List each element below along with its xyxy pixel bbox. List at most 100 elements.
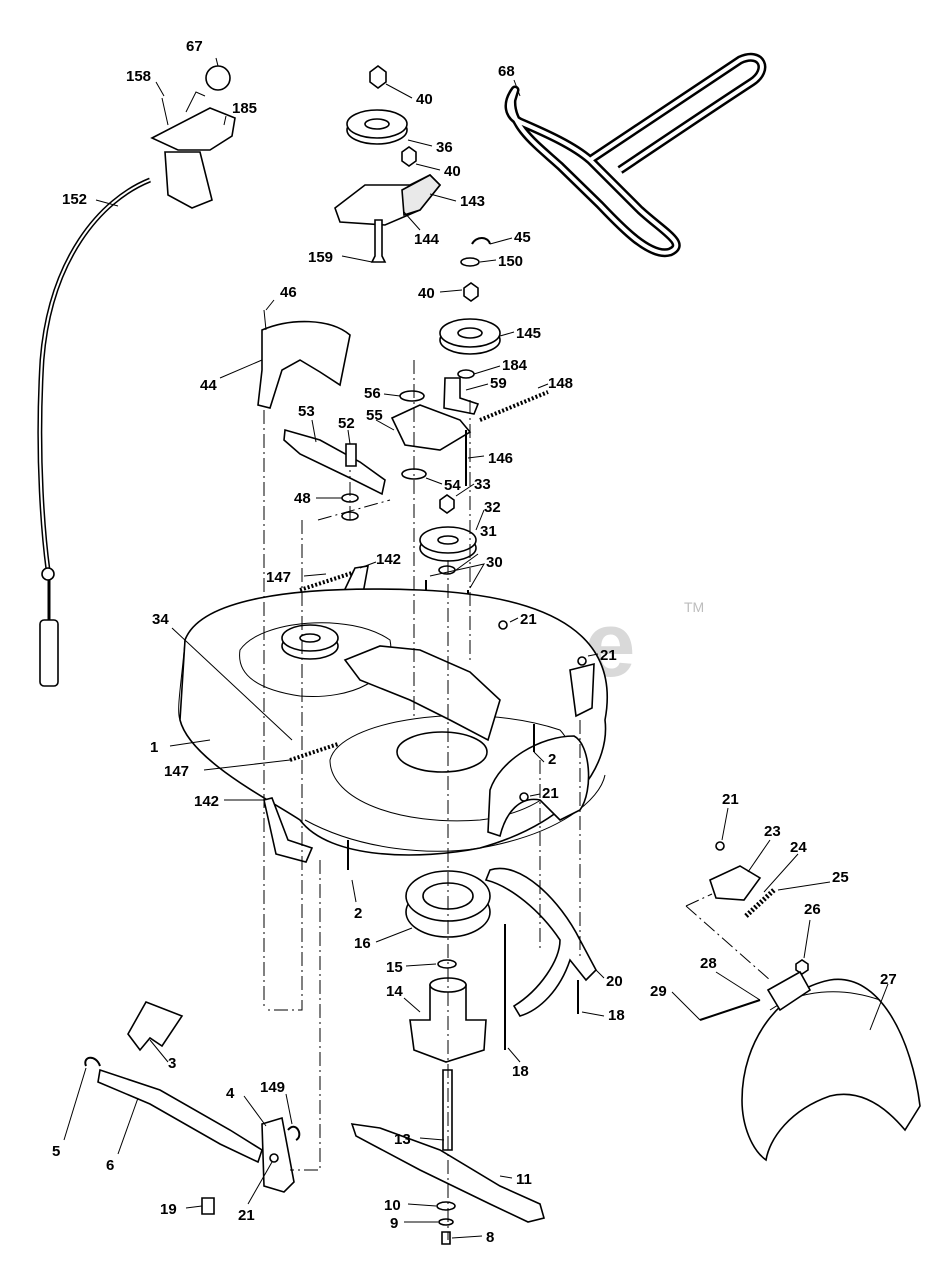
pulley-32-hub [437, 535, 459, 545]
leader-184 [473, 365, 501, 375]
leader-52 [347, 429, 351, 445]
leader-55 [375, 419, 395, 431]
bolt-19-part [201, 1197, 215, 1215]
pulley-36-hub [364, 118, 390, 130]
callout-27: 27 [880, 971, 897, 988]
callout-2b: 2 [354, 905, 362, 922]
callout-158: 158 [126, 68, 151, 85]
bracket-3-part [127, 1001, 184, 1052]
callout-5: 5 [52, 1143, 60, 1160]
leader-145 [499, 331, 515, 337]
leader-36 [407, 139, 433, 147]
leader-11 [499, 1175, 513, 1179]
callout-159: 159 [308, 249, 333, 266]
handle-bracket-part [150, 107, 236, 151]
callout-2a: 2 [548, 751, 556, 768]
dash-rear [290, 860, 321, 1171]
leader-13 [419, 1137, 445, 1141]
callout-45: 45 [514, 229, 531, 246]
bolt-8-part [441, 1231, 451, 1245]
callout-40b: 40 [444, 163, 461, 180]
spring-148-part [479, 390, 549, 422]
callout-143: 143 [460, 193, 485, 210]
leader-152 [95, 199, 119, 207]
leader-144 [403, 211, 421, 231]
leader-149 [285, 1093, 293, 1125]
spindle-shaft-13-part [442, 1069, 453, 1151]
right-belt-guard-part [487, 735, 590, 838]
idler-bracket-arm [401, 174, 442, 217]
deck-center-bracket [343, 645, 501, 742]
leader-14 [403, 997, 421, 1013]
callout-20: 20 [606, 973, 623, 990]
callout-4: 4 [226, 1085, 235, 1102]
callout-142a: 142 [376, 551, 401, 568]
washer-10-part [436, 1201, 456, 1211]
callout-67: 67 [186, 38, 203, 55]
callout-149: 149 [260, 1079, 285, 1096]
callout-29: 29 [650, 983, 667, 1000]
callout-152: 152 [62, 191, 87, 208]
drive-belt-crossbar [587, 52, 767, 174]
callout-6: 6 [106, 1157, 114, 1174]
leader-40a [385, 83, 413, 99]
spring-147a-part [299, 570, 356, 592]
callout-10: 10 [384, 1197, 401, 1214]
parts-illustration [37, 52, 921, 1245]
spring-147b-part [289, 742, 339, 762]
leader-142a [359, 561, 377, 569]
bracket-142b-part [263, 797, 314, 863]
nut-21b-part [498, 620, 508, 630]
handle-lever [185, 91, 206, 113]
leader-31 [455, 553, 479, 571]
leader-8 [451, 1235, 483, 1239]
callout-146: 146 [488, 450, 513, 467]
cable-end-fitting [41, 567, 55, 581]
idler-arm-55-part [390, 404, 472, 451]
callout-34: 34 [152, 611, 169, 628]
leader-29 [671, 991, 701, 1021]
callout-55: 55 [366, 407, 383, 424]
leader-21d [247, 1161, 273, 1205]
leader-2a [533, 751, 545, 763]
leader-20 [595, 969, 605, 979]
leader-lines [63, 57, 889, 1240]
callout-8: 8 [486, 1229, 494, 1246]
leader-56 [383, 393, 401, 397]
callout-18b: 18 [512, 1063, 529, 1080]
callout-21b: 21 [600, 647, 617, 664]
leader-21e [721, 807, 729, 841]
callout-184: 184 [502, 357, 528, 374]
leader-4 [243, 1095, 267, 1127]
leader-40b [415, 163, 441, 171]
leader-26 [803, 919, 811, 959]
leader-24 [763, 853, 799, 893]
leader-6 [117, 1097, 139, 1155]
watermark-trademark: TM [684, 599, 704, 615]
callout-52: 52 [338, 415, 355, 432]
leader-21b [587, 653, 599, 657]
leader-147a [303, 573, 327, 577]
nut-40c-part [463, 282, 479, 302]
callout-31: 31 [480, 523, 497, 540]
callout-21d: 21 [238, 1207, 255, 1224]
nut-21a-part [519, 792, 529, 802]
link-6-part [97, 1068, 263, 1164]
washer-150-part [460, 257, 480, 267]
leader-46 [265, 299, 275, 311]
nut-21d-part [269, 1153, 279, 1163]
leader-148 [537, 383, 549, 389]
washer-184-part [457, 369, 475, 379]
pulley-145-hub [457, 327, 483, 339]
callout-68: 68 [498, 63, 515, 80]
rod-29-part [699, 999, 761, 1021]
leader-59 [465, 383, 489, 391]
callout-56: 56 [364, 385, 381, 402]
leader-2b [351, 879, 357, 903]
callout-40a: 40 [416, 91, 433, 108]
nut-33-part [439, 494, 455, 514]
washer-31-part [438, 565, 456, 575]
cable-inner [38, 179, 151, 571]
